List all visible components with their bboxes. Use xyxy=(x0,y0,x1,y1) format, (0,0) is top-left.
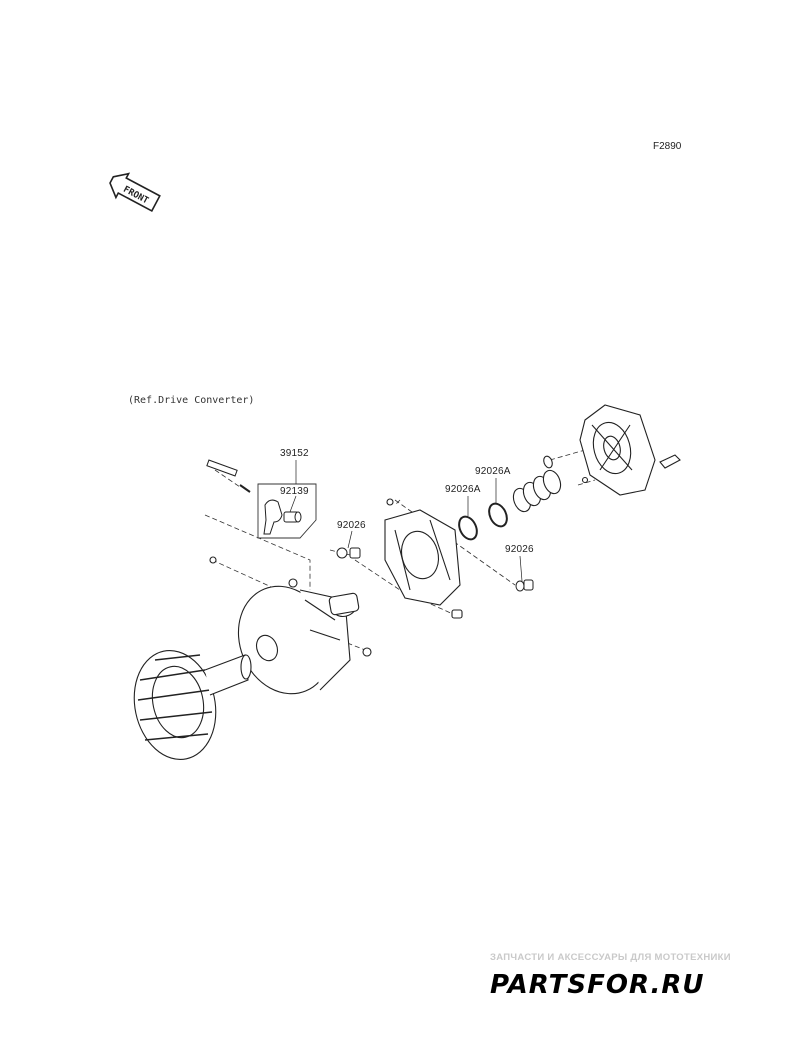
reference-note: (Ref.Drive Converter) xyxy=(128,395,255,406)
spring-part xyxy=(512,455,562,513)
part-label-39152[interactable]: 39152 xyxy=(280,448,309,459)
part-label-92026A-1[interactable]: 92026A xyxy=(445,484,481,495)
part-label-92026-right[interactable]: 92026 xyxy=(505,544,534,555)
ring-92026A-1 xyxy=(458,515,478,541)
part-label-92026-left[interactable]: 92026 xyxy=(337,520,366,531)
watermark-brand: PARTSFOR.RU xyxy=(490,970,704,1000)
washer-92026-left xyxy=(336,547,361,559)
ring-92026A-2 xyxy=(488,502,508,528)
fixed-sheave-part xyxy=(133,650,252,760)
figure-code: F2890 xyxy=(653,141,682,152)
part-label-92139[interactable]: 92139 xyxy=(280,486,309,497)
roller-weight-part xyxy=(263,499,302,535)
pin-part xyxy=(206,459,251,493)
ramp-plate-part xyxy=(384,498,463,619)
front-arrow-icon: FRONT xyxy=(109,172,161,212)
kit-bracket-39152 xyxy=(257,483,317,539)
leader-lines xyxy=(289,460,523,582)
cover-plate-part xyxy=(579,404,681,496)
part-label-92026A-2[interactable]: 92026A xyxy=(475,466,511,477)
washer-92026-right xyxy=(515,579,534,592)
movable-sheave-part xyxy=(209,556,372,695)
watermark-tagline: ЗАПЧАСТИ И АКСЕССУАРЫ ДЛЯ МОТОТЕХНИКИ xyxy=(490,952,731,963)
